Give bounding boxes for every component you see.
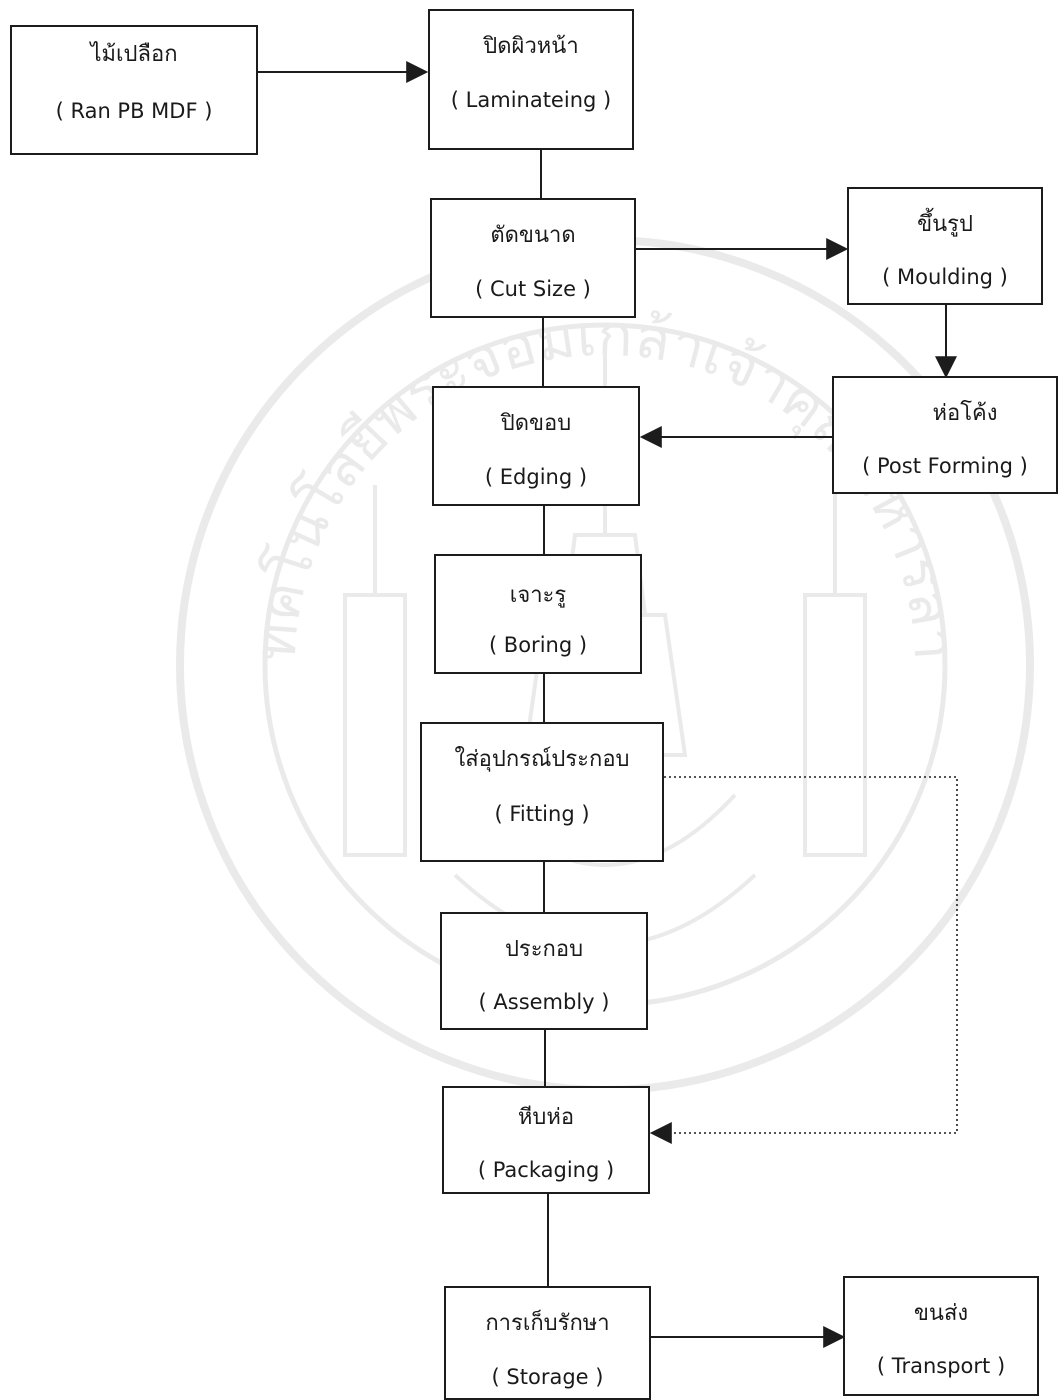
step-post-forming-thai-label: ห่อโค้ง — [932, 401, 998, 426]
step-transport-english-label: ( Transport ) — [876, 1354, 1006, 1378]
step-post-forming: ห่อโค้ง ( Post Forming ) — [832, 376, 1058, 494]
step-boring-thai-label: เจาะรู — [509, 583, 567, 608]
step-edging-thai-label: ปิดขอบ — [500, 411, 572, 436]
step-boring: เจาะรู ( Boring ) — [434, 554, 642, 674]
step-moulding: ขึ้นรูป ( Moulding ) — [847, 187, 1043, 305]
step-transport: ขนส่ง ( Transport ) — [843, 1276, 1039, 1396]
step-assembly-thai-label: ประกอบ — [504, 937, 584, 962]
step-raw-material-thai-label: ไม้เปลือก — [90, 42, 178, 67]
step-edging: ปิดขอบ ( Edging ) — [432, 386, 640, 506]
step-moulding-english-label: ( Moulding ) — [882, 265, 1008, 289]
step-cut-size: ตัดขนาด ( Cut Size ) — [430, 198, 636, 318]
step-fitting-thai-label: ใส่อุปกรณ์ประกอบ — [454, 747, 630, 772]
step-storage: การเก็บรักษา ( Storage ) — [444, 1286, 651, 1400]
step-moulding-thai-label: ขึ้นรูป — [917, 212, 973, 237]
step-storage-english-label: ( Storage ) — [491, 1365, 604, 1389]
step-laminating-thai-label: ปิดผิวหน้า — [483, 34, 579, 59]
step-raw-material: ไม้เปลือก ( Ran PB MDF ) — [10, 25, 258, 155]
step-edging-english-label: ( Edging ) — [484, 465, 588, 489]
step-transport-thai-label: ขนส่ง — [913, 1301, 969, 1326]
step-assembly: ประกอบ ( Assembly ) — [440, 912, 648, 1030]
step-boring-english-label: ( Boring ) — [488, 633, 588, 657]
step-storage-thai-label: การเก็บรักษา — [485, 1311, 610, 1336]
step-laminating-english-label: ( Laminateing ) — [450, 88, 612, 112]
step-raw-material-english-label: ( Ran PB MDF ) — [55, 99, 213, 123]
step-packaging: หีบห่อ ( Packaging ) — [442, 1086, 650, 1194]
step-fitting-english-label: ( Fitting ) — [494, 802, 590, 826]
step-post-forming-english-label: ( Post Forming ) — [862, 454, 1028, 478]
step-packaging-english-label: ( Packaging ) — [477, 1158, 615, 1182]
step-cut-size-thai-label: ตัดขนาด — [490, 223, 576, 248]
dotted-arrow-fitting-to-packaging — [649, 776, 958, 1144]
step-fitting: ใส่อุปกรณ์ประกอบ ( Fitting ) — [420, 722, 664, 862]
step-assembly-english-label: ( Assembly ) — [478, 990, 610, 1014]
step-cut-size-english-label: ( Cut Size ) — [475, 277, 591, 301]
step-packaging-thai-label: หีบห่อ — [517, 1105, 575, 1130]
step-laminating: ปิดผิวหน้า ( Laminateing ) — [428, 9, 634, 150]
